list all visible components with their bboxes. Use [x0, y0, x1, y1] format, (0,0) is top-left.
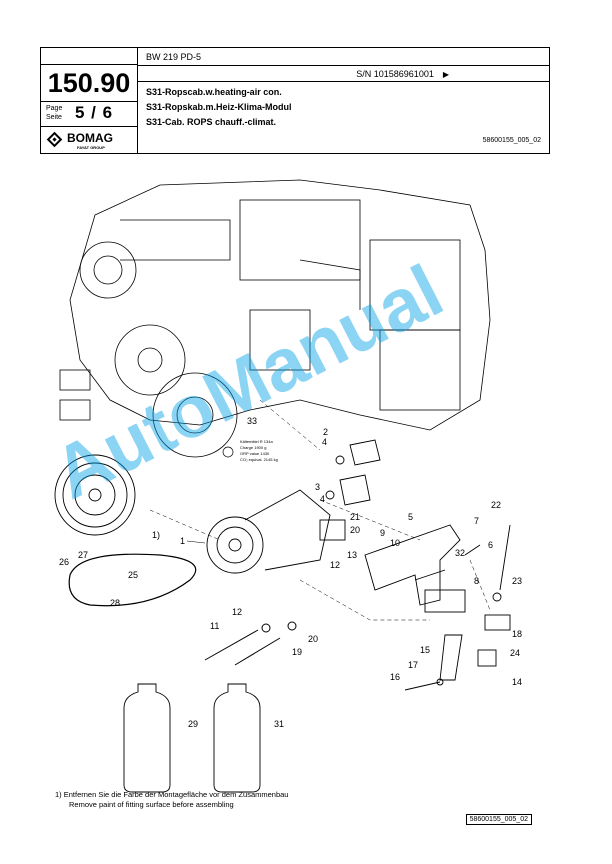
callout-2: 2 [323, 427, 328, 437]
refrigerant-label: Kältemittel R 134a Charge 1900 g ORP val… [222, 439, 278, 462]
callout-32: 32 [455, 548, 465, 558]
engine-block [59, 179, 491, 458]
callout-11: 11 [210, 621, 219, 631]
callout-15: 15 [420, 645, 430, 655]
serial-number: S/N 101586961001▶ [138, 66, 549, 82]
callout-23: 23 [512, 576, 522, 586]
callout-1: 1 [180, 536, 185, 546]
callout-25: 25 [128, 570, 138, 580]
tensioner-parts [404, 524, 511, 691]
part-callouts: 1 2 3 4 4 5 6 7 8 9 10 11 12 12 13 14 15… [59, 416, 522, 729]
callout-21: 21 [350, 512, 360, 522]
callout-12a: 12 [232, 607, 242, 617]
long-bolts [204, 621, 297, 666]
callout-9: 9 [380, 528, 385, 538]
callout-16: 16 [390, 672, 400, 682]
bracket [364, 524, 466, 613]
callout-33: 33 [247, 416, 257, 426]
callout-3: 3 [315, 482, 320, 492]
callout-20b: 20 [350, 525, 360, 535]
page-label: Page Seite [46, 105, 63, 121]
callout-6: 6 [488, 540, 493, 550]
callout-22: 22 [491, 500, 501, 510]
title-french: S31-Cab. ROPS chauff.-climat. [146, 117, 277, 127]
callout-12b: 12 [330, 560, 340, 570]
footnote-english: Remove paint of fitting surface before a… [69, 800, 234, 809]
title-english: S31-Ropscab.w.heating-air con. [146, 87, 282, 97]
header-left: 150.90 Page Seite 5 / 6 BOMAG FAYAT GROU… [41, 48, 138, 153]
svg-text:CO₂ equival. 2145 kg: CO₂ equival. 2145 kg [240, 457, 278, 462]
header-block: 150.90 Page Seite 5 / 6 BOMAG FAYAT GROU… [40, 47, 550, 154]
callout-29: 29 [188, 719, 198, 729]
callout-4b: 4 [320, 494, 325, 504]
bomag-diamond-icon [46, 131, 63, 148]
callout-31: 31 [274, 719, 284, 729]
callout-24: 24 [510, 648, 520, 658]
title-german: S31-Ropskab.m.Heiz-Klima-Modul [146, 102, 292, 112]
fluid-bottles [123, 683, 261, 793]
v-belt [68, 553, 197, 607]
callout-7: 7 [474, 516, 479, 526]
callout-26: 26 [59, 557, 69, 567]
header-right: BW 219 PD-5 S/N 101586961001▶ S31-Ropsca… [138, 48, 549, 153]
exploded-view-diagram: Kältemittel R 134a Charge 1900 g ORP val… [54, 179, 522, 793]
footnote-german: 1) Entfernen Sie die Farbe der Montagefl… [55, 790, 289, 799]
fittings [325, 439, 381, 506]
ac-compressor [206, 489, 346, 574]
arrow-right-icon: ▶ [442, 70, 449, 79]
callout-17: 17 [408, 660, 418, 670]
belt-pulley [54, 454, 136, 536]
callout-5: 5 [408, 512, 413, 522]
callout-20a: 20 [308, 634, 318, 644]
assembly-lines [149, 399, 491, 621]
svg-text:Kältemittel R 134a: Kältemittel R 134a [240, 439, 273, 444]
footer-drawing-code: 58600155_005_02 [465, 814, 532, 825]
callout-28: 28 [110, 598, 120, 608]
callout-19: 19 [292, 647, 302, 657]
machine-model: BW 219 PD-5 [138, 48, 549, 66]
callout-18: 18 [512, 629, 522, 639]
svg-text:Charge 1900 g: Charge 1900 g [240, 445, 266, 450]
svg-text:ORP value 1430: ORP value 1430 [240, 451, 270, 456]
drawing-code: 58600155_005_02 [482, 137, 541, 144]
note-marker: 1) [152, 530, 160, 540]
callout-8: 8 [474, 576, 479, 586]
callout-14: 14 [512, 677, 522, 687]
callout-4a: 4 [322, 437, 327, 447]
callout-10: 10 [390, 538, 400, 548]
bomag-logo: BOMAG FAYAT GROUP [41, 126, 137, 154]
callout-13: 13 [347, 550, 357, 560]
page-number: 5 / 6 [75, 103, 114, 122]
callout-27: 27 [78, 550, 88, 560]
group-number: 150.90 [41, 64, 137, 102]
